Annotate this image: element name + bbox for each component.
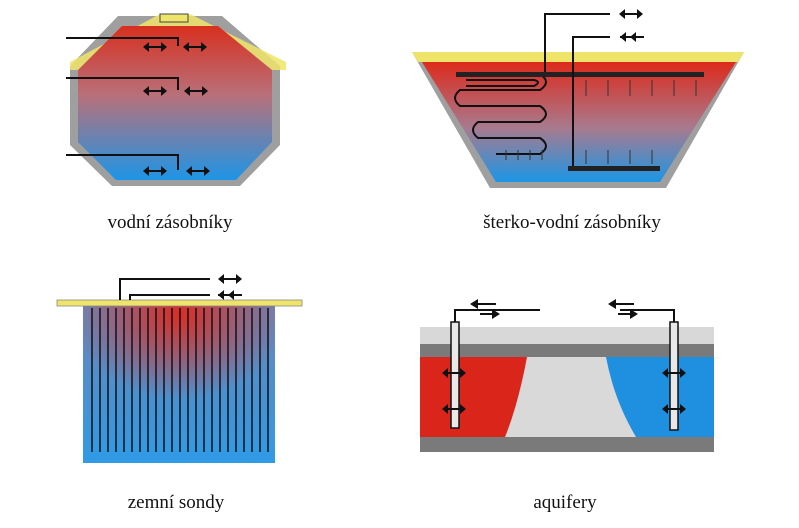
water-tank-diagram xyxy=(66,13,286,186)
flow-left-arrow-icon xyxy=(470,299,500,319)
flow-left-arrow-icon xyxy=(217,289,243,301)
pit-fill xyxy=(422,62,736,182)
ground-probes-diagram xyxy=(56,273,303,463)
pit-insulation xyxy=(412,52,744,62)
probe-surface-insulation xyxy=(56,299,303,307)
pit-top-header xyxy=(456,72,704,77)
pit-diffuser-arrows xyxy=(505,80,697,164)
aquifer-confining-bottom xyxy=(420,437,714,452)
aquifer-pipes xyxy=(454,309,675,322)
bidirectional-arrow-icon xyxy=(217,273,243,285)
aquifer-confining-top xyxy=(420,344,714,357)
aquifer-cold-plume xyxy=(606,357,714,437)
tank-lid xyxy=(159,13,189,23)
caption-aquifer: aquifery xyxy=(533,492,597,513)
probe-field-hot-zone xyxy=(83,306,275,463)
probe-supply-pipes xyxy=(119,278,210,300)
probe-boreholes xyxy=(91,308,269,452)
aquifer-hot-plume xyxy=(420,357,527,437)
aquifer-top-cover xyxy=(420,327,714,344)
aquifer-diagram xyxy=(420,299,714,452)
flow-left-arrow-icon xyxy=(619,31,645,43)
bidirectional-arrow-icon xyxy=(618,8,644,20)
pit-coil-pipe xyxy=(454,73,547,155)
tank-water-body xyxy=(78,26,272,180)
flow-left-arrow-icon xyxy=(608,299,638,319)
gravel-water-diagram xyxy=(412,8,744,188)
tank-pipe-top xyxy=(66,37,179,170)
pit-bottom-header xyxy=(568,166,660,171)
caption-water-tank: vodní zásobníky xyxy=(107,212,233,233)
caption-gravel-water: šterko-vodní zásobníky xyxy=(483,212,661,233)
pit-supply-pipes xyxy=(544,13,610,166)
caption-ground-probes: zemní sondy xyxy=(127,492,225,513)
